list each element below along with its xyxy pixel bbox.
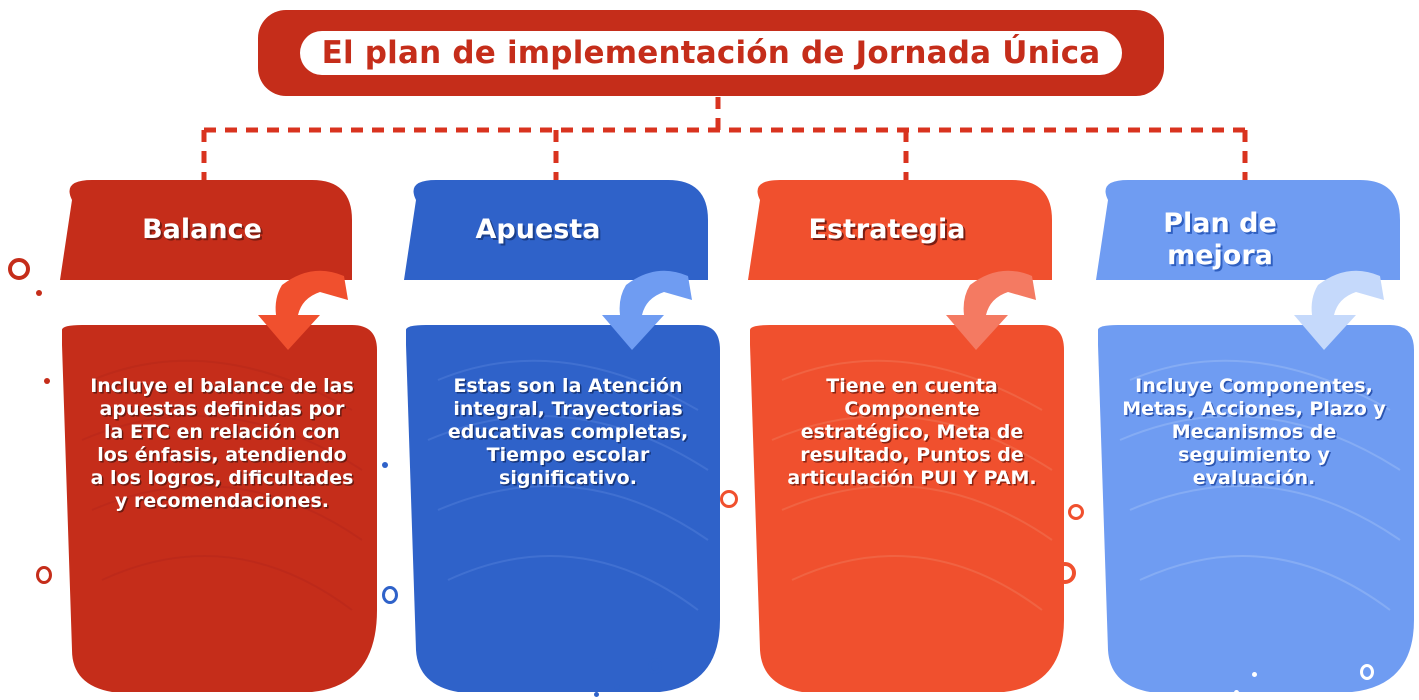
card-shape — [1096, 180, 1414, 692]
decorative-ring — [1054, 562, 1076, 584]
decorative-dot — [36, 290, 42, 296]
decorative-ring — [1068, 504, 1084, 520]
page-title: El plan de implementación de Jornada Úni… — [299, 31, 1123, 75]
curved-arrow-down-icon — [1294, 270, 1384, 350]
decorative-ring — [720, 490, 738, 508]
decorative-ring — [382, 586, 398, 604]
title-banner: El plan de implementación de Jornada Úni… — [258, 10, 1164, 96]
card-balance: Balance Incluye el balance de las apuest… — [52, 180, 382, 700]
card-plan-de-mejora: Plan de mejora Incluye Componentes, Meta… — [1090, 180, 1419, 700]
curved-arrow-down-icon — [946, 270, 1036, 350]
decorative-ring — [648, 658, 662, 674]
card-shape — [748, 180, 1064, 692]
decorative-dot — [1234, 690, 1239, 695]
card-text: Incluye el balance de las apuestas defin… — [90, 375, 354, 512]
card-text: Tiene en cuenta Componente estratégico, … — [787, 375, 1037, 489]
card-heading: Apuesta — [475, 214, 601, 245]
card-heading: Plan de mejora — [1163, 208, 1277, 271]
card-text: Estas son la Atención integral, Trayecto… — [447, 375, 689, 489]
card-estrategia: Estrategia Tiene en cuenta Componente es… — [742, 180, 1072, 700]
curved-arrow-down-icon — [258, 270, 348, 350]
card-apuesta: Apuesta Estas son la Atención integral, … — [398, 180, 728, 700]
curved-arrow-down-icon — [602, 270, 692, 350]
decorative-dot — [1252, 672, 1257, 677]
card-heading: Estrategia — [808, 214, 966, 245]
decorative-dot — [44, 378, 50, 384]
decorative-ring — [36, 566, 52, 584]
decorative-ring — [1360, 664, 1374, 680]
card-text: Incluye Componentes, Metas, Acciones, Pl… — [1122, 375, 1386, 489]
decorative-dot — [614, 684, 620, 690]
card-shape — [60, 180, 377, 692]
decorative-ring — [8, 258, 30, 280]
card-shape — [404, 180, 720, 692]
decorative-dot — [382, 462, 388, 468]
decorative-dot — [594, 692, 599, 697]
card-heading: Balance — [142, 214, 262, 245]
